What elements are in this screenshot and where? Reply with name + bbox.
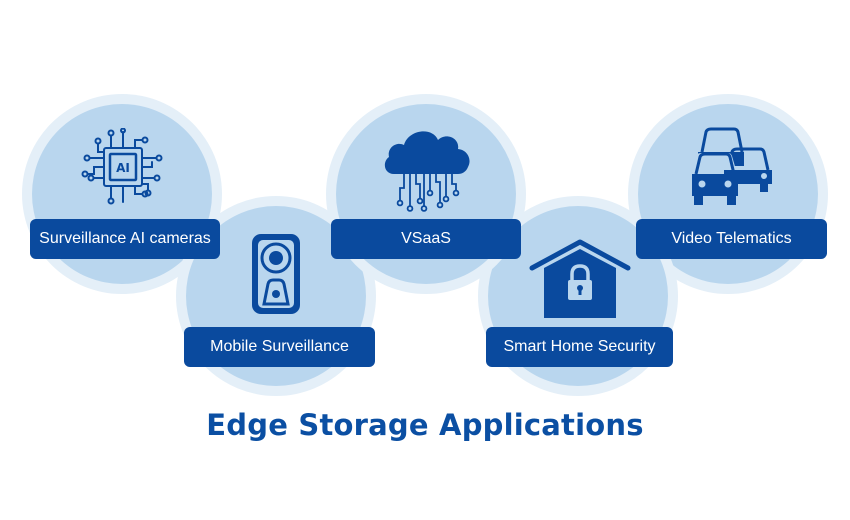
label-text: Video Telematics	[671, 230, 792, 247]
ai-chip-icon: AI	[80, 128, 166, 206]
cloud-network-icon	[380, 118, 474, 212]
body-camera-icon	[248, 232, 304, 316]
label-text: Smart Home Security	[503, 338, 656, 355]
label-smart-home-security: Smart Home Security	[486, 327, 673, 367]
label-text: Mobile Surveillance	[210, 338, 349, 355]
label-surveillance-ai-cameras: Surveillance AI cameras	[30, 219, 220, 259]
label-vsaas: VSaaS	[331, 219, 521, 259]
house-lock-icon	[528, 238, 632, 320]
cars-icon	[690, 126, 774, 208]
diagram-title: Edge Storage Applications	[206, 408, 644, 442]
label-text: VSaaS	[401, 230, 451, 247]
label-video-telematics: Video Telematics	[636, 219, 827, 259]
chip-text: AI	[116, 161, 130, 175]
label-text: Surveillance AI cameras	[39, 230, 211, 247]
label-mobile-surveillance: Mobile Surveillance	[184, 327, 375, 367]
